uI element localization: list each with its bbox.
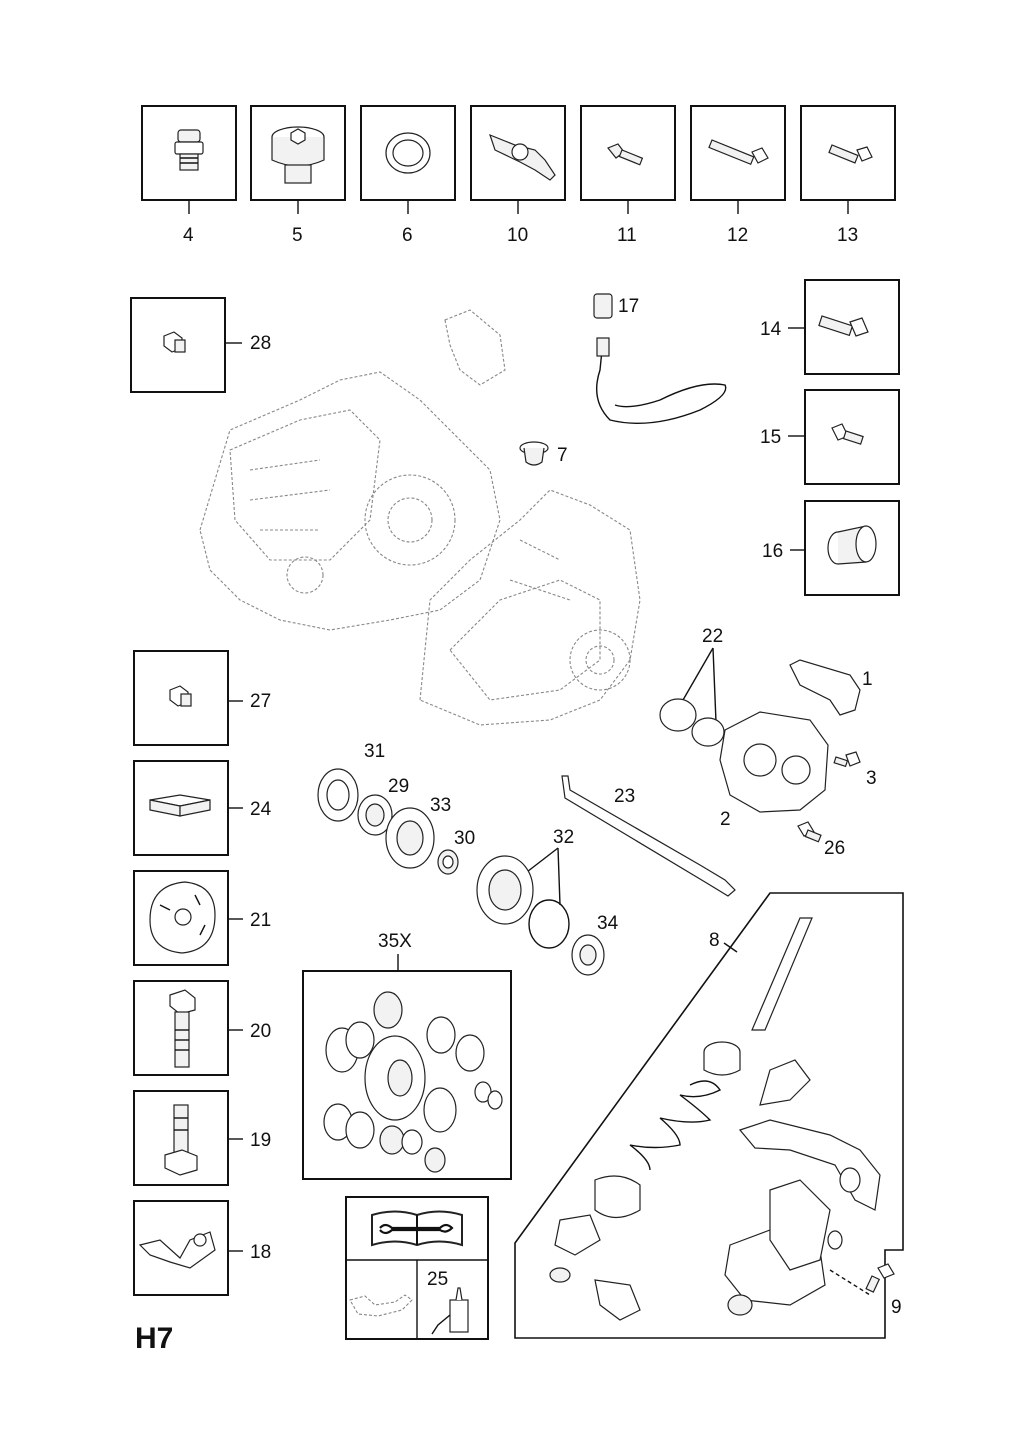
plug-7-icon bbox=[519, 441, 549, 466]
callout-14: 14 bbox=[760, 319, 782, 340]
seal-31-icon bbox=[317, 768, 359, 822]
bearing-30-icon bbox=[437, 849, 459, 875]
callout-9: 9 bbox=[891, 1297, 902, 1318]
callout-16: 16 bbox=[762, 541, 784, 562]
callout-20: 20 bbox=[250, 1021, 272, 1042]
pad-24-icon bbox=[149, 794, 211, 817]
bolt-11-icon bbox=[607, 143, 644, 166]
callout-5: 5 bbox=[292, 225, 303, 246]
callout-34: 34 bbox=[597, 913, 619, 934]
callout-6: 6 bbox=[402, 225, 413, 246]
transmission-housing-right bbox=[419, 489, 641, 726]
cover-2-icon bbox=[719, 711, 829, 813]
callout-17: 17 bbox=[618, 296, 640, 317]
callout-13: 13 bbox=[837, 225, 859, 246]
bolt-19-icon bbox=[164, 1104, 198, 1176]
callout-29: 29 bbox=[388, 776, 410, 797]
callout-25: 25 bbox=[427, 1269, 449, 1290]
plug-28-icon bbox=[163, 331, 186, 353]
callout-32: 32 bbox=[553, 827, 575, 848]
oil-can-icon bbox=[349, 1294, 413, 1317]
callout-19: 19 bbox=[250, 1130, 272, 1151]
sealant-tube-icon bbox=[431, 1287, 469, 1335]
bearing-29-icon bbox=[357, 794, 393, 836]
bolt-15-icon bbox=[831, 423, 864, 445]
bearing-34-icon bbox=[571, 934, 605, 976]
callout-2: 2 bbox=[720, 809, 731, 830]
callout-4: 4 bbox=[183, 225, 194, 246]
bolt-3-icon bbox=[833, 751, 861, 768]
sensor-10-icon bbox=[489, 133, 556, 181]
callout-12: 12 bbox=[727, 225, 749, 246]
transmission-housing-left bbox=[199, 371, 501, 631]
callout-24: 24 bbox=[250, 799, 272, 820]
shims-22-icon bbox=[659, 698, 725, 747]
callout-23: 23 bbox=[614, 786, 636, 807]
bearing-33-icon bbox=[385, 807, 435, 869]
kit-35x-contents-icon bbox=[323, 991, 503, 1173]
callout-7: 7 bbox=[557, 445, 568, 466]
repair-manual-icon bbox=[371, 1210, 463, 1247]
plate-21-icon bbox=[149, 881, 216, 954]
callout-21: 21 bbox=[250, 910, 272, 931]
bolt-20-icon bbox=[169, 989, 196, 1068]
rod-23-icon bbox=[561, 775, 736, 897]
part-box-14[interactable] bbox=[804, 279, 900, 375]
circlip-32-icon bbox=[528, 899, 570, 949]
callout-22: 22 bbox=[702, 626, 724, 647]
callout-15: 15 bbox=[760, 427, 782, 448]
bolt-12-icon bbox=[708, 139, 769, 166]
callout-27: 27 bbox=[250, 691, 272, 712]
callout-26: 26 bbox=[824, 838, 846, 859]
ring-6-icon bbox=[385, 132, 431, 174]
callout-30: 30 bbox=[454, 828, 476, 849]
bearing-32-icon bbox=[476, 855, 534, 925]
callout-18: 18 bbox=[250, 1242, 272, 1263]
bolt-14-icon bbox=[818, 315, 869, 337]
part-box-4[interactable] bbox=[141, 105, 237, 201]
bracket-ghost bbox=[444, 309, 506, 386]
plug-5-icon bbox=[271, 126, 325, 184]
callout-31: 31 bbox=[364, 741, 386, 762]
bracket-18-icon bbox=[138, 1231, 216, 1269]
plug-4-icon bbox=[174, 129, 204, 171]
bracket-1-icon bbox=[789, 659, 861, 716]
page-code: H7 bbox=[135, 1322, 174, 1355]
bush-16-icon bbox=[827, 525, 877, 565]
sensor-17-icon bbox=[593, 293, 727, 424]
callout-28: 28 bbox=[250, 333, 272, 354]
callout-33: 33 bbox=[430, 795, 452, 816]
assembly-frame-8 bbox=[514, 892, 904, 1339]
bolt-13-icon bbox=[828, 144, 873, 164]
shift-assembly-8-icon bbox=[549, 917, 895, 1321]
callout-8: 8 bbox=[709, 930, 720, 951]
callout-11: 11 bbox=[617, 225, 637, 246]
bolt-26-icon bbox=[797, 821, 822, 843]
callout-10: 10 bbox=[507, 225, 529, 246]
plug-27-icon bbox=[169, 685, 192, 707]
callout-35x: 35X bbox=[378, 931, 412, 952]
callout-1: 1 bbox=[862, 669, 873, 690]
callout-3: 3 bbox=[866, 768, 877, 789]
